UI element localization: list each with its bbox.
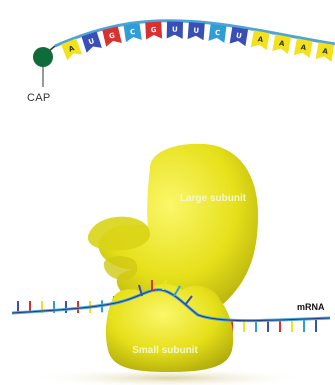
nucleotide-a: A	[316, 42, 335, 61]
nucleotide-letter: C	[130, 28, 136, 37]
nucleotide-letter: U	[193, 27, 200, 35]
nucleotide-u: U	[188, 22, 205, 40]
nucleotide-a: A	[272, 34, 291, 54]
small-subunit	[106, 284, 233, 372]
nucleotide-a: A	[251, 30, 270, 50]
nucleotide-u: U	[230, 27, 248, 46]
nucleotide-letter: U	[172, 26, 178, 34]
nucleotide-g: G	[102, 26, 121, 46]
nucleotide-u: U	[167, 22, 183, 39]
nucleotide-c: C	[208, 24, 226, 43]
cap-circle	[33, 47, 53, 67]
nucleotide-letter: C	[215, 29, 221, 38]
large-subunit-label: Large subunit	[178, 193, 248, 205]
mrna-label: mRNA	[297, 302, 325, 312]
small-subunit-label: Small subunit	[110, 345, 220, 356]
nucleotide-c: C	[124, 23, 142, 42]
nucleotide-letter: G	[151, 26, 157, 34]
nucleotide-a: A	[294, 38, 313, 58]
nucleotide-g: G	[145, 22, 162, 40]
cap-label: CAP	[27, 92, 51, 104]
